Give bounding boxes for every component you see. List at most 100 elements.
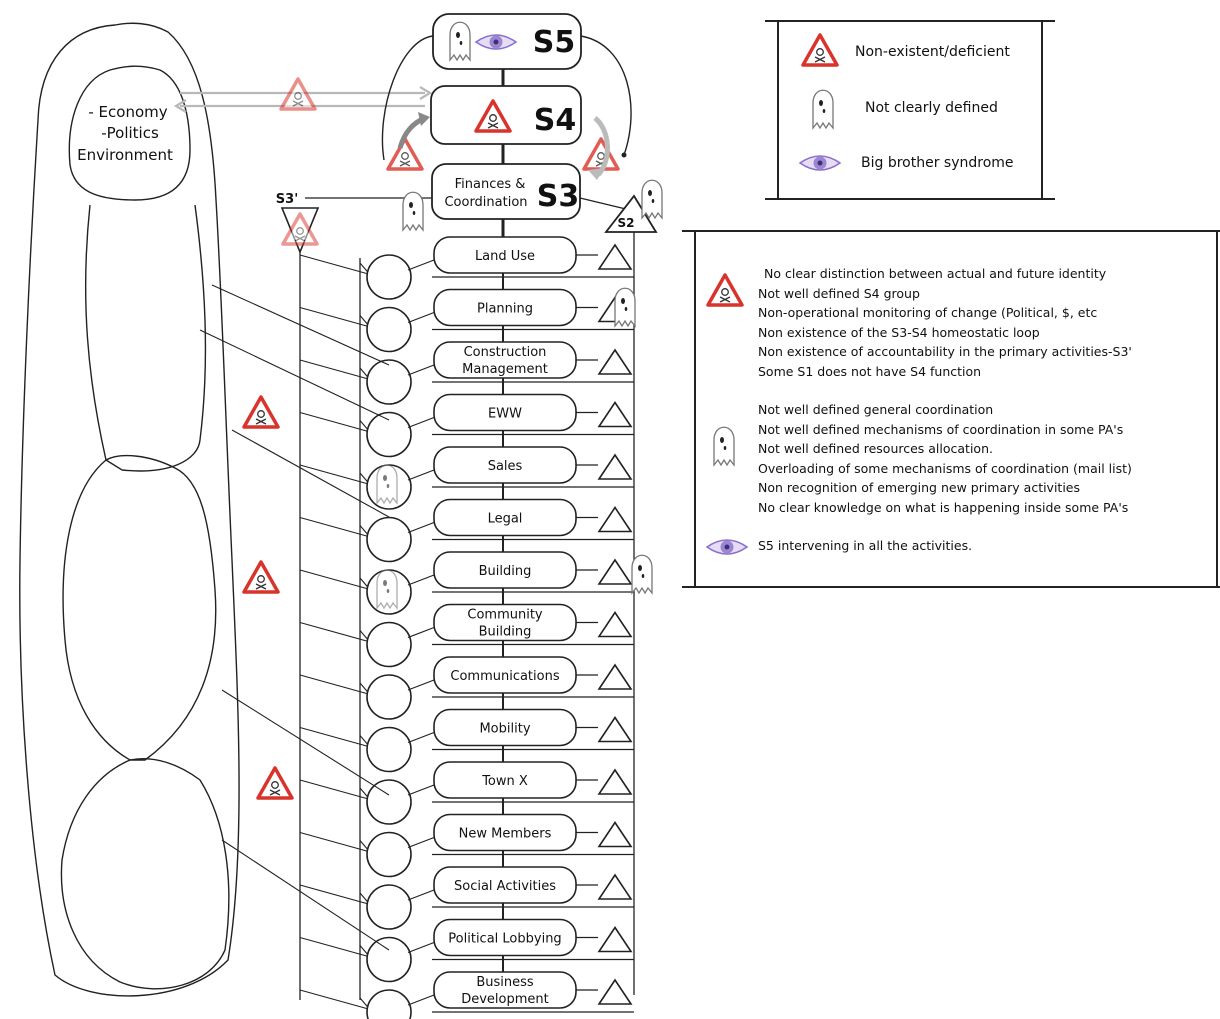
primary-activity-row: New Members	[299, 798, 634, 878]
coordination-triangle	[597, 873, 633, 900]
legend: Non-existent/deficient Not clearly defin…	[765, 20, 1055, 200]
activity-label: Land Use	[475, 249, 535, 264]
operation-circle	[366, 306, 412, 353]
activity-label: Sales	[488, 459, 523, 474]
coordination-triangle	[597, 978, 633, 1005]
coordination-triangle	[597, 926, 633, 953]
ghost-icon	[631, 554, 653, 594]
legend-item: Big brother syndrome	[797, 148, 1014, 178]
s4-box	[430, 85, 582, 145]
issue-item: Not well defined mechanisms of coordinat…	[758, 421, 1124, 437]
legend-item: Non-existent/deficient	[797, 32, 1010, 72]
legend-label: Big brother syndrome	[861, 155, 1014, 171]
ghost-icon	[614, 287, 636, 327]
s3-caption: Finances &	[455, 177, 526, 192]
issue-item: Overloading of some mechanisms of coordi…	[758, 460, 1132, 476]
operation-circle	[366, 884, 412, 930]
coordination-triangle	[597, 401, 633, 428]
activity-label: Political Lobbying	[448, 932, 561, 947]
primary-activity-row: Land Use	[299, 221, 634, 300]
activity-label: Construction	[464, 345, 547, 360]
primary-activity-row: Sales	[299, 431, 634, 510]
activity-label: Management	[462, 362, 548, 377]
coordination-triangle	[597, 663, 633, 690]
environment-item: -Politics	[101, 124, 159, 142]
coordination-triangle	[597, 453, 633, 480]
warning-triangle-icon	[801, 33, 839, 67]
coordination-triangle	[597, 611, 633, 638]
activity-label: Town X	[481, 774, 528, 789]
ghost-icon	[713, 426, 735, 466]
issue-item: No clear distinction between actual and …	[764, 266, 1107, 281]
operation-circle	[366, 726, 412, 773]
environment-item: - Economy	[88, 103, 167, 121]
warning-triangle-icon	[256, 766, 294, 800]
operation-circle	[366, 621, 412, 668]
operation-circle	[366, 516, 412, 563]
primary-activity-row: Planning	[299, 273, 634, 353]
legend-label: Non-existent/deficient	[855, 44, 1010, 60]
s4-label: S4	[534, 103, 576, 138]
activity-label: Mobility	[479, 722, 530, 737]
s5-label: S5	[533, 25, 575, 60]
warning-triangle-icon	[582, 137, 620, 171]
primary-activity-row: Town X	[299, 746, 634, 825]
warning-triangle-icon	[242, 560, 280, 594]
activity-label: Business	[476, 975, 534, 990]
coordination-triangle	[597, 821, 633, 848]
coordination-triangle	[597, 348, 633, 375]
eye-icon	[799, 155, 841, 171]
primary-activity-row: Political Lobbying	[299, 903, 634, 983]
operation-circle	[366, 831, 412, 878]
primary-activity-row: Communications	[299, 641, 634, 720]
coordination-triangle	[597, 768, 633, 795]
issue-item: S5 intervening in all the activities.	[758, 538, 973, 553]
activity-label: New Members	[459, 827, 552, 842]
issues-panel: No clear distinction between actual and …	[682, 230, 1220, 588]
operation-circle	[366, 254, 412, 300]
activity-label: Communications	[450, 669, 559, 684]
activity-label: Planning	[477, 302, 533, 317]
primary-activity-row: Building	[299, 536, 634, 615]
activity-label: Social Activities	[454, 879, 556, 894]
operation-circle	[366, 936, 412, 983]
operation-circle	[366, 359, 412, 405]
ghost-icon	[641, 179, 663, 219]
big-brother-issues: S5 intervening in all the activities.	[758, 536, 972, 556]
activity-label: Building	[479, 564, 532, 579]
primary-activity-row: Mobility	[299, 693, 634, 773]
issue-item: Non-operational monitoring of change (Po…	[758, 305, 1098, 320]
s3-caption: Coordination	[444, 195, 527, 210]
issue-item: Not well defined resources allocation.	[758, 441, 993, 456]
primary-activity-row: Social Activities	[299, 851, 634, 930]
eye-icon	[706, 539, 748, 555]
coordination-triangle	[597, 558, 633, 585]
activity-label: EWW	[488, 407, 522, 422]
operation-circle	[366, 779, 412, 825]
activity-label: Legal	[488, 512, 523, 527]
coordination-triangle	[597, 243, 633, 270]
ghost-icon	[402, 191, 424, 231]
deficient-issues: No clear distinction between actual and …	[758, 264, 1132, 381]
s2-label: S2	[618, 216, 635, 230]
environment-blob	[19, 22, 240, 997]
ghost-icon	[812, 89, 834, 129]
s3-label: S3	[537, 179, 579, 214]
issue-item: Some S1 does not have S4 function	[758, 363, 982, 379]
issue-item: Non existence of the S3-S4 homeostatic l…	[758, 324, 1040, 340]
operation-circle	[366, 674, 412, 720]
legend-item: Not clearly defined	[803, 85, 998, 131]
unclear-issues: Not well defined general coordination No…	[758, 400, 1132, 517]
operation-circle	[366, 989, 412, 1019]
warning-triangle-icon	[242, 395, 280, 429]
s3-prime-label: S3'	[276, 192, 298, 207]
issue-item: Non existence of accountability in the p…	[758, 344, 1132, 359]
primary-activity-row: Legal	[299, 483, 634, 563]
ghost-icon	[376, 569, 398, 609]
warning-triangle-icon	[386, 137, 424, 171]
activity-label: Building	[479, 625, 532, 640]
